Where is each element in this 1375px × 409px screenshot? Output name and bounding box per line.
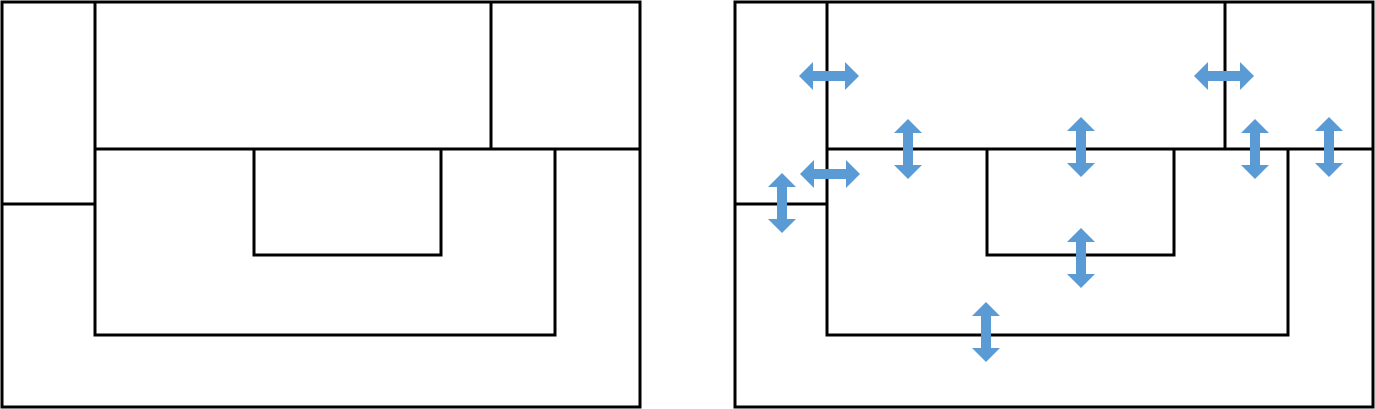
vertical-double-arrow-icon [894,119,922,179]
vertical-double-arrow-icon [1067,117,1095,177]
resize-arrows [768,62,1343,362]
vertical-double-arrow-icon [768,173,796,233]
right-layout-panel [733,0,1375,409]
vertical-double-arrow-icon [1241,119,1269,179]
horizontal-double-arrow-icon [799,62,859,90]
vertical-double-arrow-icon [1067,228,1095,288]
horizontal-double-arrow-icon [800,160,860,188]
right-panel-frame [733,0,1375,409]
horizontal-double-arrow-icon [1194,62,1254,90]
vertical-double-arrow-icon [1315,117,1343,177]
left-panel-frame [0,0,642,409]
left-panel-inner-box [252,147,443,257]
left-layout-panel [0,0,642,409]
vertical-double-arrow-icon [972,302,1000,362]
